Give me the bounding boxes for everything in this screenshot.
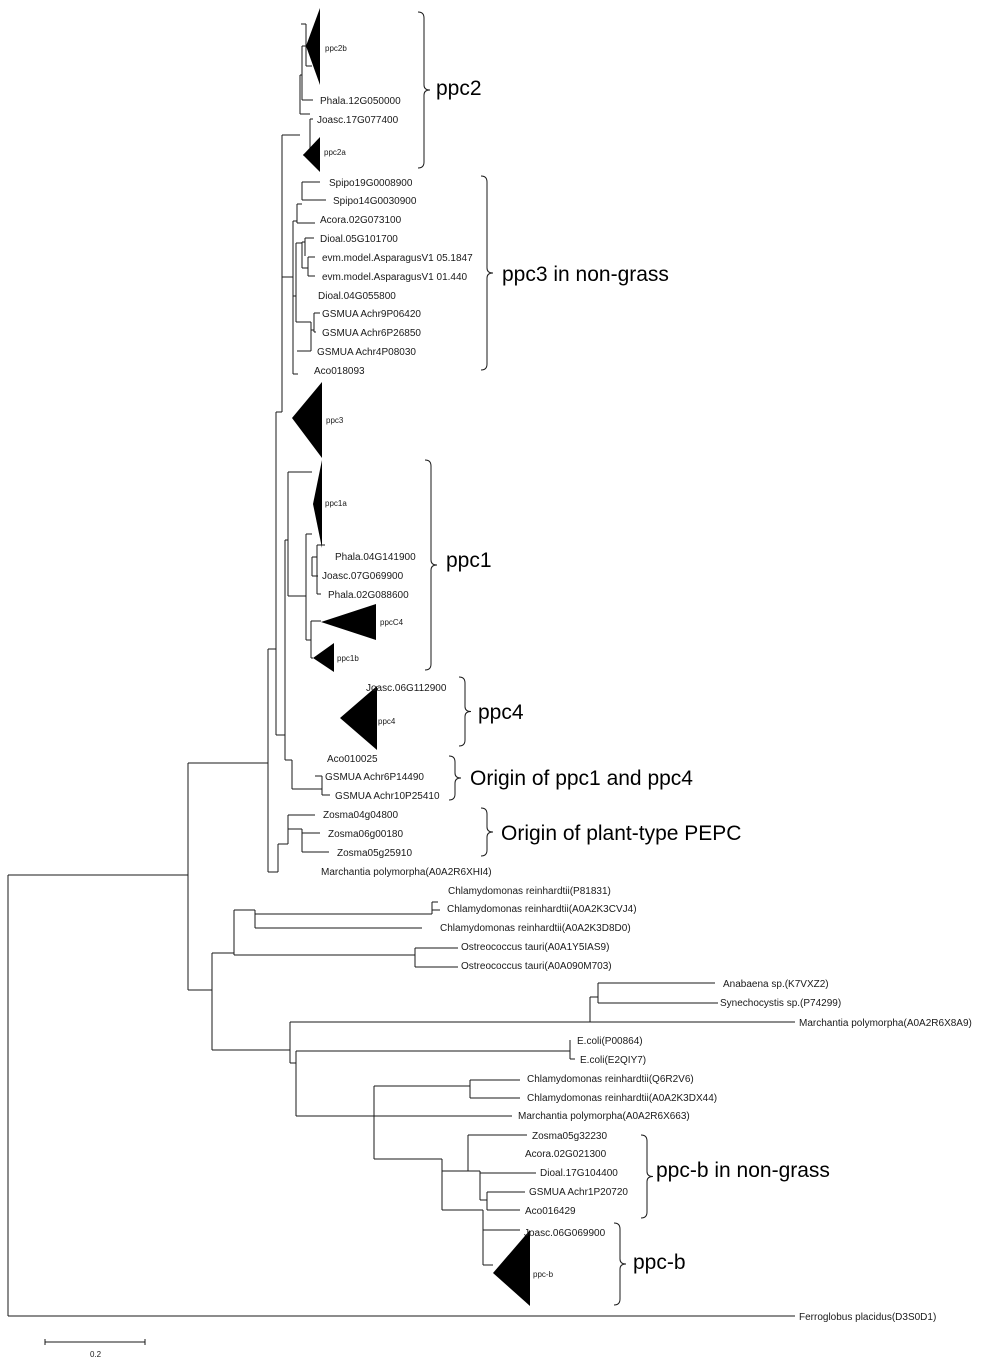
- clade-label: ppc2a: [324, 148, 346, 157]
- group-bracket: [458, 676, 472, 747]
- clade-label: ppc1b: [337, 654, 359, 663]
- group-label-ppc4: ppc4: [478, 701, 524, 724]
- leaf-label: E.coli(P00864): [577, 1036, 643, 1047]
- group-bracket: [480, 807, 494, 857]
- leaf-label: Chlamydomonas reinhardtii(A0A2K3CVJ4): [447, 904, 637, 915]
- leaf-label: GSMUA Achr4P08030: [317, 347, 416, 358]
- collapsed-clade-triangle: [313, 643, 334, 672]
- leaf-label: Dioal.04G055800: [318, 291, 396, 302]
- collapsed-clade-labels: ppc2b ppc2a ppc3 ppc1a ppcC4 ppc1b ppc4 …: [324, 44, 554, 1279]
- leaf-label: Marchantia polymorpha(A0A2R6X663): [518, 1111, 690, 1122]
- leaf-label: Marchantia polymorpha(A0A2R6XHI4): [321, 867, 492, 878]
- leaf-label: Joasc.06G112900: [366, 683, 447, 694]
- group-label-ppc1: ppc1: [446, 549, 492, 572]
- leaf-label: Aco016429: [525, 1206, 576, 1217]
- leaf-label: Phala.12G050000: [320, 96, 401, 107]
- leaf-label: Chlamydomonas reinhardtii(Q6R2V6): [527, 1074, 694, 1085]
- leaf-label: GSMUA Achr6P14490: [325, 772, 424, 783]
- leaf-label: Aco010025: [327, 754, 378, 765]
- collapsed-clade-triangle: [321, 604, 376, 640]
- leaf-label: evm.model.AsparagusV1 05.1847: [322, 253, 473, 264]
- leaf-label: Joasc.07G069900: [322, 571, 404, 582]
- leaf-label: Joasc.17G077400: [317, 115, 399, 126]
- group-bracket: [613, 1222, 627, 1306]
- leaf-labels: Phala.12G050000 Joasc.17G077400 Spipo19G…: [314, 96, 972, 1323]
- clade-label: ppc3: [326, 416, 344, 425]
- leaf-label: Ostreococcus tauri(A0A1Y5IAS9): [461, 942, 609, 953]
- collapsed-clade-triangles: [292, 8, 530, 1306]
- collapsed-clade-triangle: [303, 137, 320, 172]
- leaf-label: Ferroglobus placidus(D3S0D1): [799, 1312, 936, 1323]
- group-label-origin-ppc1-ppc4: Origin of ppc1 and ppc4: [470, 767, 693, 790]
- leaf-label: Zosma05g25910: [337, 848, 412, 859]
- leaf-label: Synechocystis sp.(P74299): [720, 998, 841, 1009]
- leaf-label: Chlamydomonas reinhardtii(A0A2K3DX44): [527, 1093, 717, 1104]
- collapsed-clade-triangle: [292, 382, 322, 458]
- scale-bar: 0.2: [44, 1339, 146, 1359]
- leaf-label: Zosma04g04800: [323, 810, 398, 821]
- collapsed-clade-triangle: [306, 8, 320, 85]
- leaf-label: Spipo14G0030900: [333, 196, 417, 207]
- scale-bar-label: 0.2: [90, 1350, 102, 1359]
- leaf-label: Chlamydomonas reinhardtii(P81831): [448, 886, 611, 897]
- group-label-ppc3-non-grass: ppc3 in non-grass: [502, 263, 669, 286]
- clade-label: ppcC4: [380, 618, 404, 627]
- leaf-label: Zosma06g00180: [328, 829, 403, 840]
- leaf-label: E.coli(E2QIY7): [580, 1055, 646, 1066]
- group-label-ppc-b-non-grass: ppc-b in non-grass: [656, 1159, 830, 1182]
- collapsed-clade-triangle: [313, 460, 322, 548]
- group-bracket: [417, 11, 431, 169]
- leaf-label: Joasc.06G069900: [524, 1228, 606, 1239]
- leaf-label: GSMUA Achr10P25410: [335, 791, 440, 802]
- leaf-label: Ostreococcus tauri(A0A090M703): [461, 961, 612, 972]
- clade-label: ppc-b: [533, 1270, 554, 1279]
- group-labels: ppc2 ppc3 in non-grass ppc1 ppc4 Origin …: [436, 77, 830, 1274]
- leaf-label: Chlamydomonas reinhardtii(A0A2K3D8D0): [440, 923, 631, 934]
- leaf-label: evm.model.AsparagusV1 01.440: [322, 272, 468, 283]
- group-bracket: [640, 1134, 654, 1219]
- leaf-label: Marchantia polymorpha(A0A2R6X8A9): [799, 1018, 972, 1029]
- group-bracket: [448, 755, 462, 801]
- leaf-label: Phala.04G141900: [335, 552, 416, 563]
- leaf-label: Phala.02G088600: [328, 590, 409, 601]
- group-bracket: [424, 459, 438, 671]
- leaf-label: Anabaena sp.(K7VXZ2): [723, 979, 829, 990]
- leaf-label: GSMUA Achr6P26850: [322, 328, 421, 339]
- leaf-label: Aco018093: [314, 366, 365, 377]
- leaf-label: Acora.02G073100: [320, 215, 402, 226]
- leaf-label: Zosma05g32230: [532, 1131, 607, 1142]
- clade-label: ppc2b: [325, 44, 347, 53]
- leaf-label: GSMUA Achr1P20720: [529, 1187, 628, 1198]
- leaf-label: Acora.02G021300: [525, 1149, 607, 1160]
- clade-label: ppc4: [378, 717, 396, 726]
- group-label-ppc-b: ppc-b: [633, 1251, 686, 1274]
- leaf-label: Spipo19G0008900: [329, 178, 413, 189]
- collapsed-clade-triangle: [493, 1230, 530, 1306]
- leaf-label: Dioal.17G104400: [540, 1168, 618, 1179]
- group-label-origin-plant-pepc: Origin of plant-type PEPC: [501, 822, 741, 845]
- leaf-label: GSMUA Achr9P06420: [322, 309, 421, 320]
- clade-label: ppc1a: [325, 499, 347, 508]
- group-label-ppc2: ppc2: [436, 77, 482, 100]
- leaf-label: Dioal.05G101700: [320, 234, 398, 245]
- collapsed-clade-triangle: [340, 686, 377, 750]
- tree-branches: [7, 23, 795, 1317]
- group-bracket: [480, 175, 494, 371]
- group-brackets: [417, 11, 654, 1306]
